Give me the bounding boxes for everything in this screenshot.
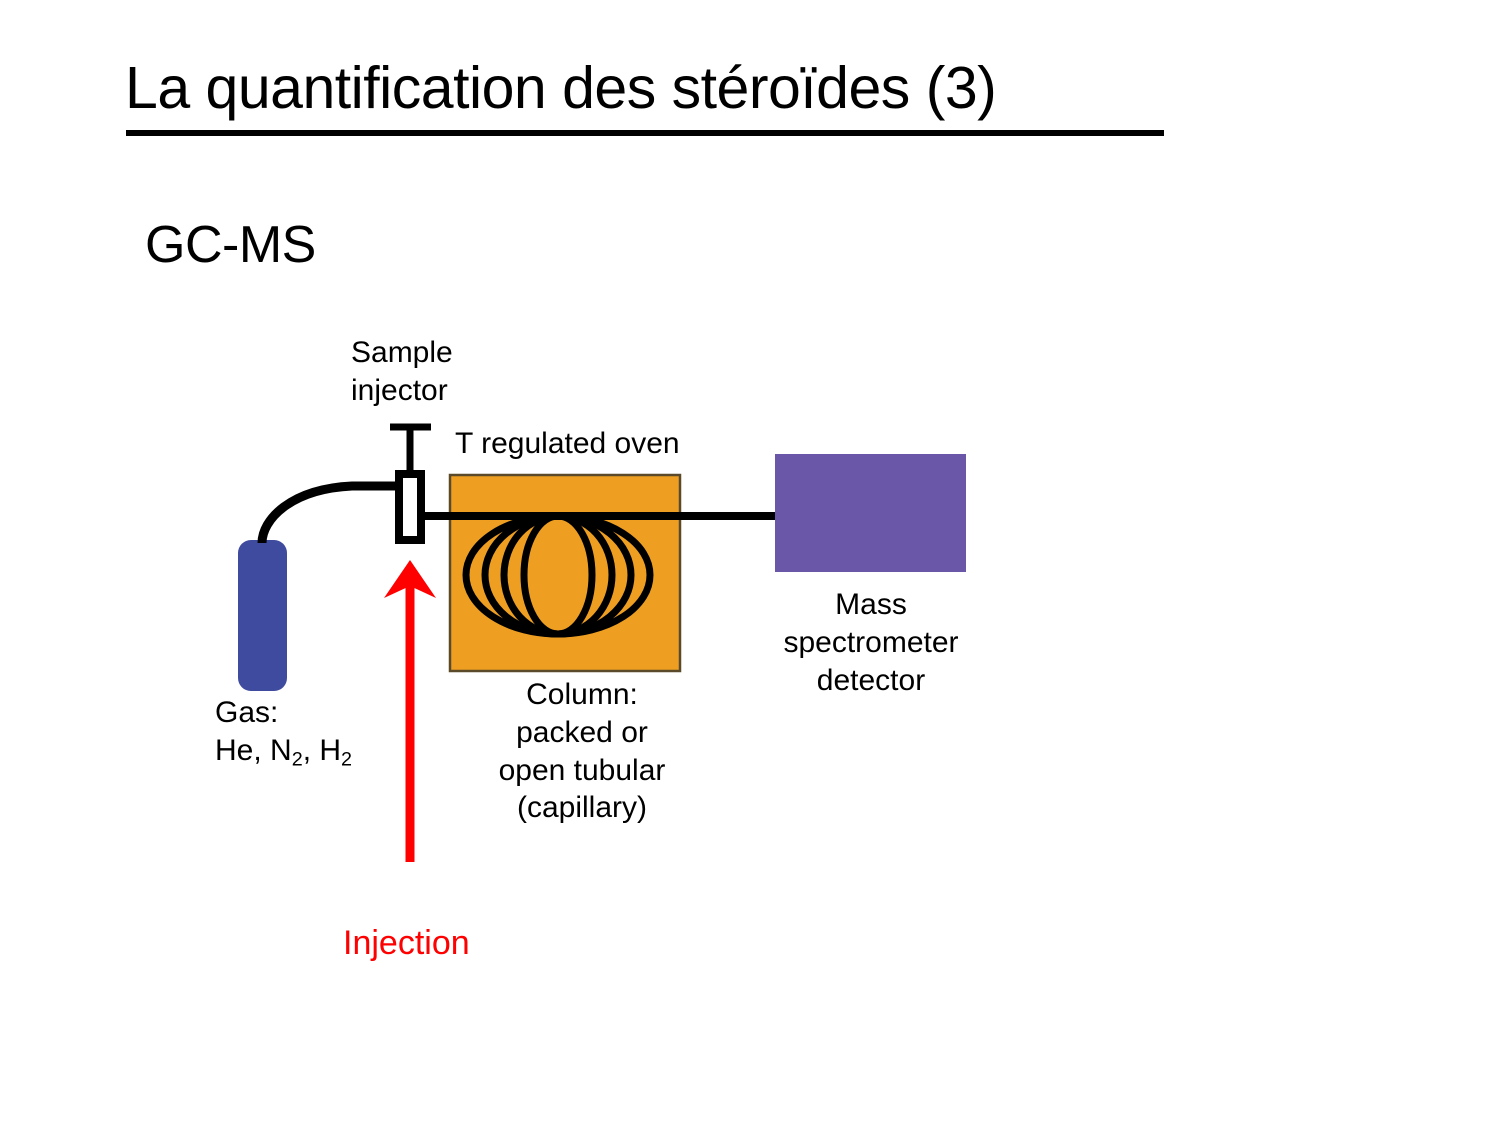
label-mass-spectrometer-detector: Mass spectrometer detector (783, 588, 959, 697)
t-regulated-oven-box (448, 473, 682, 673)
gas-label-line1: Gas: (215, 696, 279, 729)
subscript-2-hydrogen: 2 (341, 748, 353, 771)
gas-label-line2: He, N2, H2 (215, 733, 353, 771)
mass-spectrometer-detector-box (775, 454, 966, 572)
label-gas-cylinder: Gas:He, N2, H2 (215, 694, 352, 772)
gas-cylinder (238, 540, 287, 691)
subscript-2-nitrogen: 2 (291, 748, 303, 771)
injection-arrow (384, 560, 436, 862)
gas-species-h: , H (302, 733, 342, 767)
title-underline (126, 130, 1164, 136)
gas-tubing (257, 481, 400, 544)
subtitle-gc-ms: GC-MS (145, 216, 316, 274)
gas-species-he-n: He, N (215, 733, 292, 767)
capillary-column-coil (462, 512, 654, 638)
label-sample-injector: Sample injector (351, 336, 453, 407)
label-injection: Injection (343, 924, 470, 962)
page-title: La quantification des stéroïdes (3) (125, 55, 997, 121)
sample-injector-body (395, 470, 425, 544)
label-t-regulated-oven: T regulated oven (455, 427, 680, 460)
label-column-description: Column: packed or open tubular (capillar… (498, 678, 666, 825)
